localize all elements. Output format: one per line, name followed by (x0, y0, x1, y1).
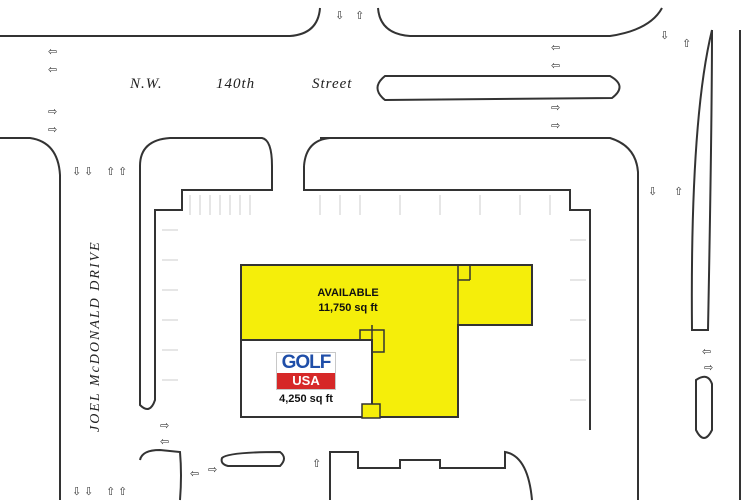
golf-usa-logo-bottom: USA (277, 373, 335, 389)
available-area: 11,750 sq ft (318, 302, 378, 314)
up-arrow-icon: ⇧ (106, 485, 116, 498)
north-street-top-left-curb (0, 7, 321, 37)
north-street-bottom-curb-left (0, 137, 61, 500)
down-arrow-icon: ⇩ (84, 165, 94, 178)
center-island-2 (303, 166, 591, 430)
north-street-bottom-curb-right (320, 137, 639, 500)
down-arrow-icon: ⇩ (335, 9, 345, 22)
down-arrow-icon: ⇩ (72, 165, 82, 178)
up-arrow-icon: ⇧ (355, 9, 365, 22)
up-arrow-icon: ⇧ (312, 457, 322, 470)
up-arrow-icon: ⇧ (674, 185, 684, 198)
street-name-joel-mcdonald-drive: JOEL McDONALD DRIVE (88, 240, 103, 432)
golf-usa-logo-top: GOLF (277, 353, 335, 373)
parking-marks (162, 195, 586, 401)
southwest-island (139, 448, 182, 501)
right-arrow-icon: ⇨ (704, 361, 714, 374)
street-name-street: Street (312, 76, 353, 92)
street-name-nw: N.W. (130, 76, 163, 92)
center-island (303, 137, 331, 167)
north-street-median (376, 75, 621, 102)
up-arrow-icon: ⇧ (682, 37, 692, 50)
available-title: AVAILABLE (317, 287, 379, 299)
down-arrow-icon: ⇩ (660, 29, 670, 42)
west-island (139, 137, 273, 410)
golf-usa-logo: GOLF USA (276, 352, 336, 390)
golf-usa-area: 4,250 sq ft (279, 393, 333, 405)
left-arrow-icon: ⇦ (702, 345, 712, 358)
down-arrow-icon: ⇩ (72, 485, 82, 498)
left-arrow-icon: ⇦ (551, 41, 561, 54)
right-arrow-icon: ⇨ (551, 101, 561, 114)
left-arrow-icon: ⇦ (190, 467, 200, 480)
available-suite-divider (457, 265, 471, 325)
east-road-curb-1 (690, 29, 713, 331)
right-arrow-icon: ⇨ (551, 119, 561, 132)
entry-marker (361, 403, 381, 419)
up-arrow-icon: ⇧ (106, 165, 116, 178)
right-arrow-icon: ⇨ (48, 123, 58, 136)
down-arrow-icon: ⇩ (648, 185, 658, 198)
right-arrow-icon: ⇨ (48, 105, 58, 118)
left-arrow-icon: ⇦ (48, 45, 58, 58)
left-arrow-icon: ⇦ (48, 63, 58, 76)
road-outlines (0, 7, 741, 501)
up-arrow-icon: ⇧ (118, 485, 128, 498)
available-suite-label: AVAILABLE 11,750 sq ft (288, 286, 408, 316)
north-street-top-right-curb (377, 7, 663, 37)
left-arrow-icon: ⇦ (551, 59, 561, 72)
street-name-140th: 140th (216, 76, 256, 92)
south-building-outline (329, 450, 533, 501)
up-arrow-icon: ⇧ (118, 165, 128, 178)
right-arrow-icon: ⇨ (160, 419, 170, 432)
left-arrow-icon: ⇦ (160, 435, 170, 448)
down-arrow-icon: ⇩ (84, 485, 94, 498)
right-arrow-icon: ⇨ (208, 463, 218, 476)
east-road-median (695, 375, 713, 439)
south-median (220, 450, 285, 467)
